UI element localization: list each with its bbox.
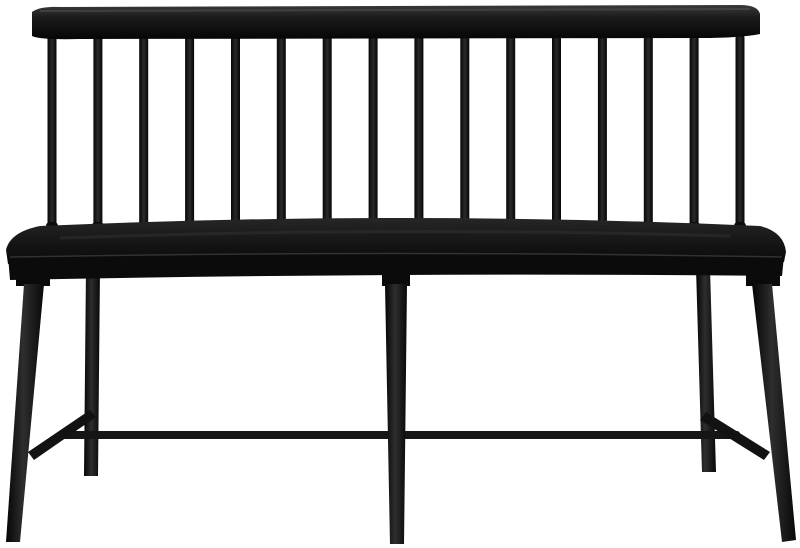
spindle xyxy=(47,34,57,234)
left-leg-block xyxy=(16,272,50,286)
spindle xyxy=(643,34,653,234)
spindle xyxy=(735,34,745,234)
seat xyxy=(6,218,786,280)
spindle xyxy=(552,34,561,234)
front-right-leg xyxy=(752,284,796,542)
seat-sheen xyxy=(59,229,731,240)
spindle xyxy=(597,34,607,234)
center-leg-block xyxy=(382,274,410,286)
right-side-stretcher xyxy=(700,412,770,460)
front-left-leg xyxy=(6,284,44,542)
spindle xyxy=(93,34,103,234)
left-side-stretcher xyxy=(28,410,96,460)
spindle xyxy=(368,34,378,234)
spindle xyxy=(689,34,699,234)
top-rail xyxy=(32,5,760,40)
spindle-group xyxy=(46,34,746,234)
seat-edge-highlight xyxy=(9,252,783,258)
spindle xyxy=(322,34,332,234)
spindle xyxy=(185,34,195,234)
seat-front-edge xyxy=(8,253,784,280)
spindle xyxy=(139,34,149,234)
rear-right-leg xyxy=(696,268,716,472)
spindle xyxy=(460,34,470,234)
spindle xyxy=(414,34,424,234)
right-leg-block xyxy=(746,272,780,286)
rear-left-leg xyxy=(84,268,100,476)
top-rail-highlight xyxy=(39,8,751,12)
spindle xyxy=(276,34,286,234)
spindle xyxy=(506,34,516,234)
leg-blocks xyxy=(16,272,780,286)
front-legs xyxy=(6,284,796,544)
front-center-leg xyxy=(385,284,407,544)
top-rail-body xyxy=(32,5,760,40)
seat-top xyxy=(6,218,786,264)
spindle xyxy=(231,34,240,234)
